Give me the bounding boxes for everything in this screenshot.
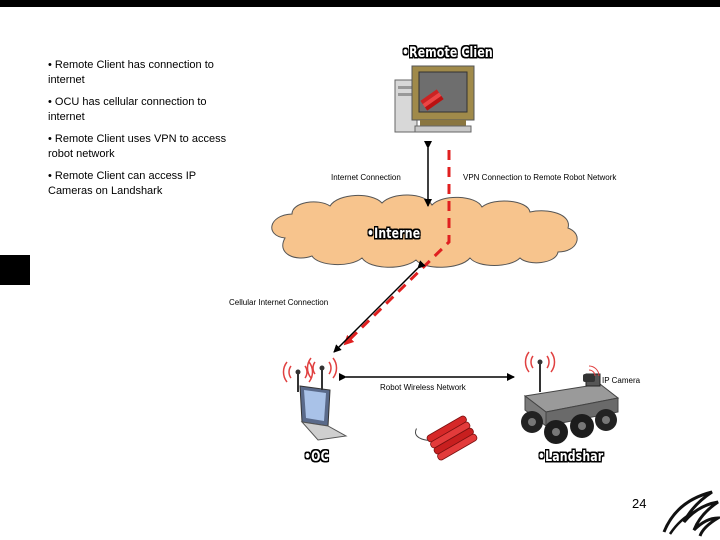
bullet-item: • Remote Client can access IP Cameras on… [48,170,196,197]
laptop-icon [299,385,348,441]
internet-connection-label: Internet Connection [331,173,401,182]
desktop-computer-icon [394,65,475,133]
logo-icon [662,490,720,537]
landshark-label: •Landshar [538,449,604,465]
remote-client-label: •Remote Clien [402,45,493,61]
bullet-item: • OCU has cellular connection to interne… [48,96,207,123]
robot-wireless-label: Robot Wireless Network [380,383,466,392]
top-bar [0,0,720,7]
bullet-list: • Remote Client has connection to intern… [48,58,238,206]
wireless-antenna-icon [306,357,338,390]
vpn-connection-label: VPN Connection to Remote Robot Network [463,173,617,182]
page-number: 24 [632,496,647,511]
bullet-item: • Remote Client uses VPN to access robot… [48,133,227,160]
bullet-item: • Remote Client has connection to intern… [48,59,214,86]
internet-label: •Interne [367,226,421,242]
side-block [0,255,30,285]
wireless-antenna-icon [282,361,314,392]
ip-camera-icon [583,365,600,382]
wireless-antenna-icon [524,351,556,392]
cellular-connection-arrow [333,260,426,353]
internet-cloud [271,194,578,268]
cellular-connection-label: Cellular Internet Connection [229,298,329,307]
robot-icon [521,373,620,444]
dynamite-icon [415,415,478,461]
ocu-label: •OC [304,449,329,465]
ip-camera-label: IP Camera [602,376,641,385]
